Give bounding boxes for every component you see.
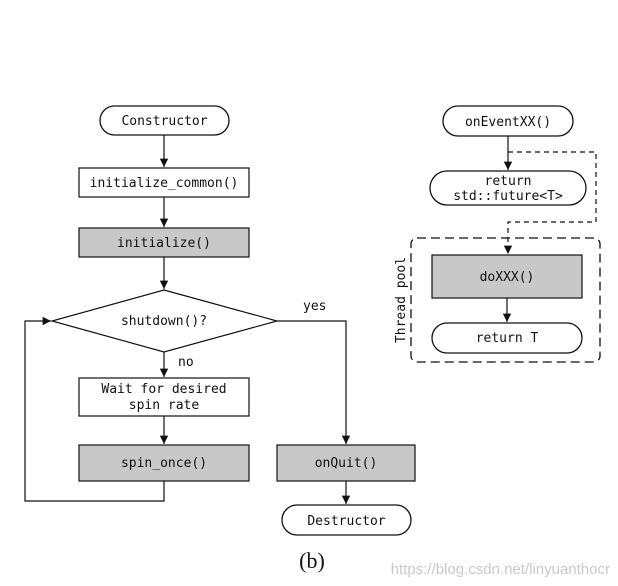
return-future-node: return std::future<T> xyxy=(429,170,587,206)
watermark-text: https://blog.csdn.net/linyuanthocr xyxy=(391,561,610,578)
constructor-label: Constructor xyxy=(121,114,207,129)
return-t-node: return T xyxy=(431,322,583,354)
shutdown-decision: shutdown()? xyxy=(49,289,280,353)
wait-label-line1: Wait for desired xyxy=(101,382,226,397)
return-future-line1: return xyxy=(485,174,532,189)
do-xxx-label: doXXX() xyxy=(480,270,535,285)
shutdown-label: shutdown()? xyxy=(121,314,207,329)
constructor-node: Constructor xyxy=(99,105,230,136)
initialize-common-node: initialize_common() xyxy=(78,167,250,198)
return-t-label: return T xyxy=(476,331,539,346)
do-xxx-node: doXXX() xyxy=(431,254,583,299)
on-event-label: onEventXX() xyxy=(465,115,551,130)
thread-pool-label: Thread pool xyxy=(394,257,409,343)
initialize-label: initialize() xyxy=(117,236,211,251)
yes-label: yes xyxy=(303,299,326,314)
on-quit-node: onQuit() xyxy=(276,444,416,482)
return-future-line2: std::future<T> xyxy=(453,189,563,204)
initialize-node: initialize() xyxy=(78,227,250,258)
on-event-node: onEventXX() xyxy=(442,105,574,137)
thread-pool-box xyxy=(410,237,601,363)
destructor-node: Destructor xyxy=(281,504,412,536)
wait-label-line2: spin rate xyxy=(129,398,200,413)
on-quit-label: onQuit() xyxy=(315,456,378,471)
spin-once-label: spin_once() xyxy=(121,456,207,471)
arrow-shutdown-yes xyxy=(277,320,351,444)
spin-once-node: spin_once() xyxy=(78,444,250,482)
no-label: no xyxy=(178,355,194,370)
wait-spin-rate-node: Wait for desired spin rate xyxy=(78,377,250,417)
destructor-label: Destructor xyxy=(307,514,385,529)
dashed-async-arrow xyxy=(503,151,597,254)
initialize-common-label: initialize_common() xyxy=(90,176,239,191)
figure-caption: (b) xyxy=(299,548,325,573)
loop-back-arrow xyxy=(24,316,165,502)
